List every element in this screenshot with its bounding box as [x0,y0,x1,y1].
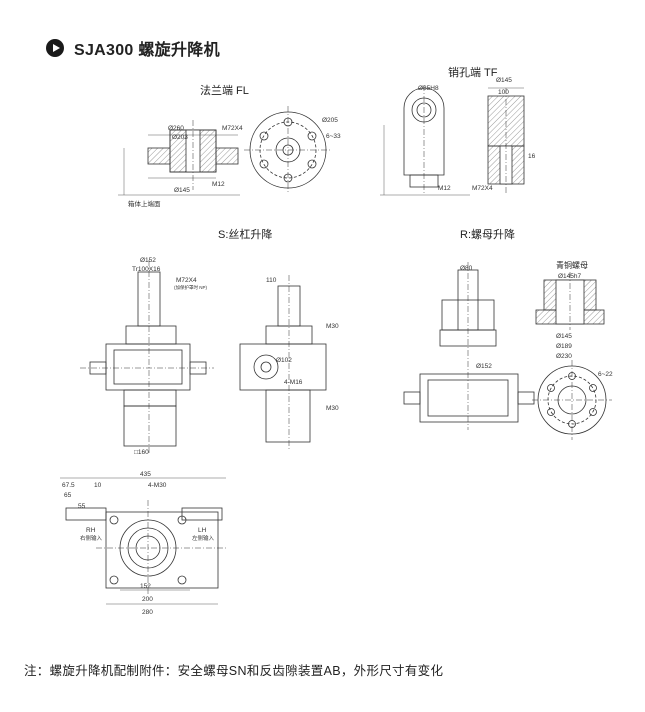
plan-d55: 55 [78,503,86,510]
r-holes: 6~22 [598,371,613,378]
fl-d205: Ø205 [322,117,338,124]
fl-d203: Ø203 [172,134,188,141]
plan-m30: 4-M30 [148,482,167,489]
s-d102: Ø102 [276,357,292,364]
screw-lift-front-view [80,260,214,455]
s-d110: 110 [266,277,277,284]
view-title-pin-hole-end: 销孔端 TF [448,67,498,79]
page-title: SJA300 螺旋升降机 [74,42,220,59]
tf-d85h8: Ø85H8 [418,85,439,92]
flange-end-front-view [244,106,332,194]
view-title-bronze-nut: 青铜螺母 [556,261,588,270]
fl-d260: Ø260 [168,125,184,132]
plan-lh: LH [198,527,207,534]
plan-d200: 200 [142,596,153,603]
fl-holes: 6~33 [326,133,341,140]
bronze-nut-section [535,272,605,330]
footnote: 注：螺旋升降机配制附件：安全螺母SN和反齿隙装置AB，外形尺寸有变化 [24,664,444,678]
play-circle-icon [46,39,64,57]
view-title-flange-end: 法兰端 FL [200,85,249,97]
s-note: (加保护罩时 NP) [174,284,207,291]
s-m16: 4-M16 [284,379,303,386]
tf-d145: Ø145 [496,77,512,84]
tf-m72x4: M72X4 [472,185,493,192]
nut-lift-front-view [403,262,535,430]
s-m72x4: M72X4 [176,277,197,284]
flange-end-section [118,120,240,196]
view-title-screw-lift: S:丝杠升降 [218,229,273,241]
tf-m12: M12 [438,185,451,192]
fl-ref: 箱体上端面 [128,199,161,208]
view-title-nut-lift: R:螺母升降 [460,229,515,241]
s-d152: Ø152 [140,257,156,264]
fl-d145: Ø145 [174,187,190,194]
plan-rh-note: 右侧输入 [80,534,103,542]
plan-d152: 152 [140,583,151,590]
fl-m72x4: M72X4 [222,125,243,132]
s-m30a: M30 [326,323,339,330]
plan-d280: 280 [142,609,153,616]
r-d145: Ø145 [556,333,572,340]
screw-lift-side-view [239,275,327,450]
s-m30b: M30 [326,405,339,412]
plan-lh-note: 左侧输入 [192,534,215,542]
pin-hole-end-side [380,85,470,196]
r-d80: Ø80 [460,265,473,272]
r-d189: Ø189 [556,343,572,350]
tf-d16: 16 [528,153,536,160]
r-d230: Ø230 [556,353,572,360]
pin-hole-end-section [487,87,525,195]
s-tr: Tr100X16 [132,266,161,273]
tf-d100: 100 [498,89,509,96]
fl-m12: M12 [212,181,225,188]
plan-d435: 435 [140,471,151,478]
page-header: SJA300 螺旋升降机 [46,36,220,60]
s-sq160: □160 [134,449,149,456]
nut-flange-front-view [532,360,612,440]
plan-view [60,477,228,605]
r-d145h7: Ø145h7 [558,273,582,280]
plan-d65: 65 [64,492,72,499]
plan-rh: RH [86,527,96,534]
plan-d10: 10 [94,482,102,489]
plan-d675: 67.5 [62,482,75,489]
r-d152: Ø152 [476,363,492,370]
